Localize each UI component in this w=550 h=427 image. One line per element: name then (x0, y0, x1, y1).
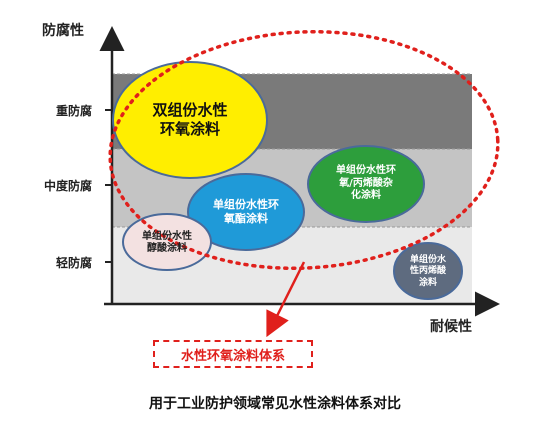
bubble-line: 单组份水性 (142, 230, 192, 242)
bubble-line: 化涂料 (351, 190, 381, 202)
bubble-acrylic (393, 242, 463, 300)
bubble-epoxy-acrylic-hybrid-label: 单组份水性环 氧/丙烯酸杂 化涂料 (316, 160, 416, 208)
bubble-line: 氧/丙烯酸杂 (339, 177, 393, 189)
x-axis-title: 耐候性 (430, 319, 472, 335)
bubble-line: 性丙烯酸 (409, 266, 446, 277)
highlight-pointer-arrow (266, 261, 306, 338)
bubble-two-component-epoxy (112, 61, 268, 179)
epoxy-system-highlight (108, 29, 500, 271)
bubble-alkyd-label: 单组份水性 醇酸涂料 (128, 228, 206, 258)
bubble-line: 氧酯涂料 (224, 212, 268, 225)
bubble-line: 双组份水性 (152, 101, 228, 120)
bubble-epoxy-ester-label: 单组份水性环 氧酯涂料 (196, 194, 296, 230)
y-axis-title: 防腐性 (42, 23, 84, 39)
bubble-two-component-epoxy-label: 双组份水性 环氧涂料 (130, 96, 250, 144)
bubble-line: 醇酸涂料 (147, 243, 187, 254)
legend-label: 水性环氧涂料体系 (180, 348, 285, 364)
bubble-line: 涂料 (418, 277, 437, 288)
bubble-line: 单组份水 (409, 255, 446, 266)
bubble-epoxy-acrylic-hybrid (307, 145, 425, 223)
epoxy-system-legend: 水性环氧涂料体系 (153, 340, 313, 368)
level-heavy-label: 重防腐 (56, 104, 93, 118)
figure-caption: 用于工业防护领域常见水性涂料体系对比 (149, 396, 401, 412)
level-light-label: 轻防腐 (56, 256, 93, 270)
bubble-line: 单组份水性环 (213, 198, 279, 212)
level-medium-label: 中度防腐 (44, 179, 93, 193)
bubble-line: 单组份水性环 (336, 165, 396, 177)
bubble-alkyd (122, 213, 212, 271)
bubble-epoxy-ester (187, 173, 305, 251)
bubble-acrylic-label: 单组份水 性丙烯酸 涂料 (398, 252, 458, 292)
bubble-line: 环氧涂料 (159, 120, 220, 138)
